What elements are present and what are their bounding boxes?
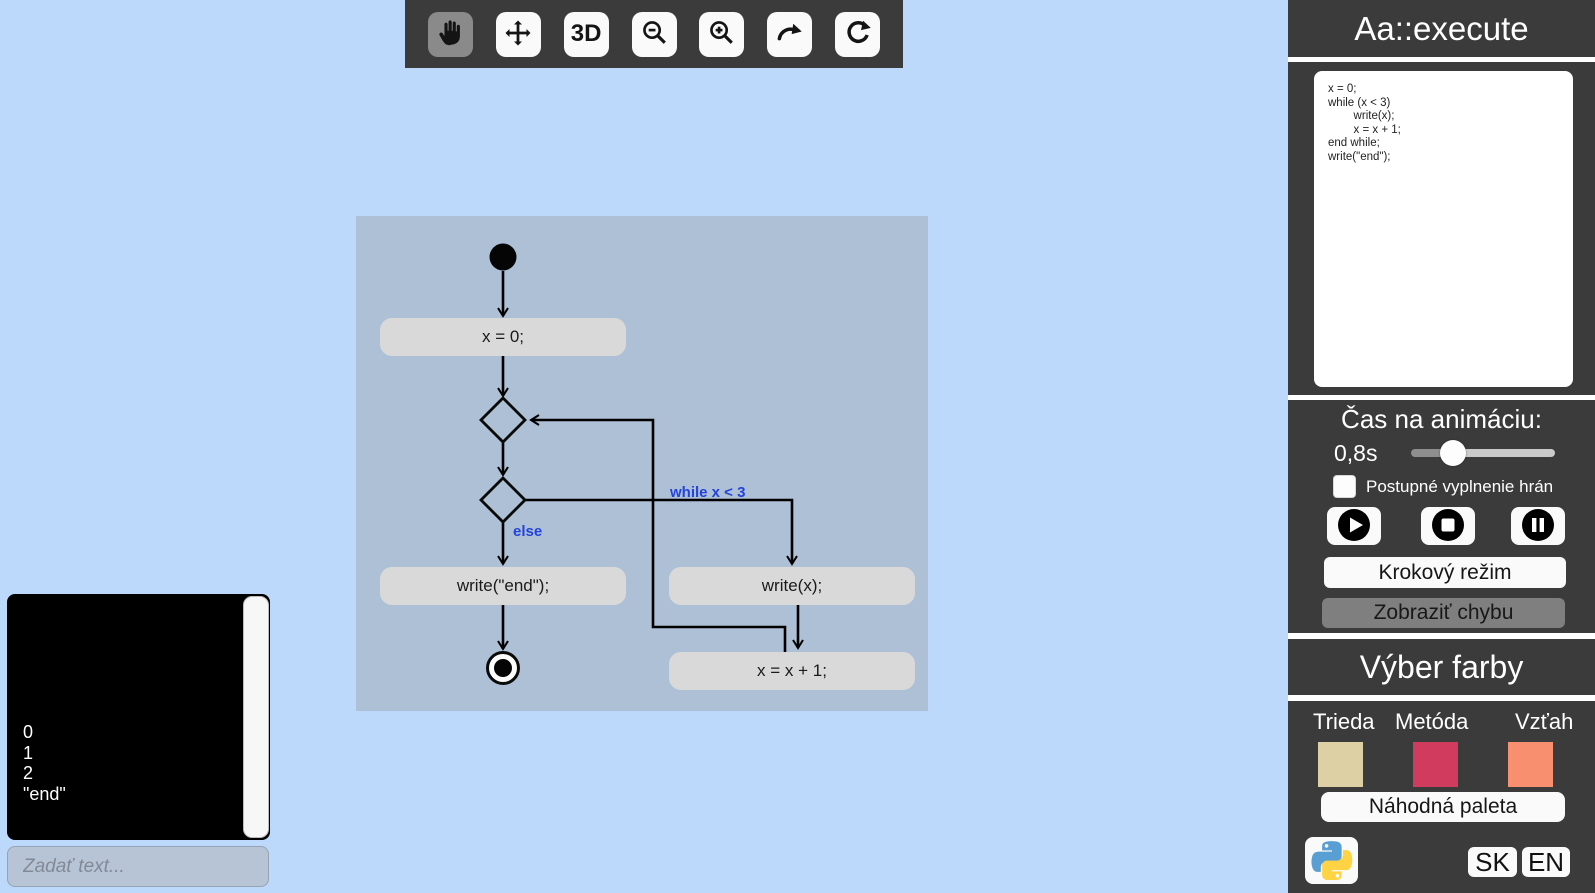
language-sk-button[interactable]: SK [1468, 847, 1517, 877]
node-assign-x0[interactable]: x = 0; [380, 318, 626, 356]
relation-color-swatch[interactable] [1508, 742, 1553, 787]
color-picker-heading: Výber farby [1359, 649, 1524, 685]
method-color-label: Metóda [1395, 709, 1469, 734]
zoom-in-icon [707, 18, 736, 50]
console-text-input[interactable] [7, 846, 269, 887]
stop-button[interactable] [1421, 507, 1475, 545]
language-en-button[interactable]: EN [1522, 847, 1570, 877]
code-editor[interactable]: x = 0; while (x < 3) write(x); x = x + 1… [1314, 71, 1573, 387]
redo-button[interactable] [767, 11, 813, 57]
right-panel: Aa::execute x = 0; while (x < 3) write(x… [1288, 0, 1595, 893]
start-node[interactable] [489, 243, 517, 271]
3d-toggle-button[interactable]: 3D [563, 11, 609, 57]
zoom-out-icon [640, 18, 669, 50]
class-color-swatch[interactable] [1318, 742, 1363, 787]
while-edge-label: while x < 3 [670, 484, 746, 501]
else-edge-label: else [513, 523, 543, 540]
refresh-icon [843, 18, 873, 51]
view-toolbar: 3D [405, 0, 903, 68]
hand-icon [437, 18, 464, 50]
zoom-in-button[interactable] [699, 11, 745, 57]
show-error-button[interactable]: Zobraziť chybu [1322, 598, 1565, 628]
decision-diamond-1[interactable] [479, 396, 527, 444]
reset-view-button[interactable] [835, 11, 881, 57]
diagram-canvas[interactable]: x = 0; write("end"); write(x); x = x + 1… [356, 216, 928, 711]
console-scrollbar[interactable] [243, 596, 269, 838]
diagram-edges [479, 243, 804, 685]
progressive-fill-label: Postupné vyplnenie hrán [1366, 477, 1554, 496]
hand-tool-button[interactable] [427, 11, 473, 57]
pause-icon [1521, 508, 1555, 545]
app-title: Aa::execute [1354, 10, 1529, 47]
color-picker-section: Trieda Metóda Vzťah Náhodná paleta SK EN [1288, 701, 1595, 893]
play-button[interactable] [1327, 507, 1381, 545]
method-color-swatch[interactable] [1413, 742, 1458, 787]
class-color-label: Trieda [1313, 709, 1375, 734]
redo-arrow-icon [775, 18, 805, 51]
animation-time-value: 0,8s [1334, 440, 1378, 466]
relation-color-label: Vzťah [1515, 709, 1574, 734]
edge-loop-back [529, 414, 787, 652]
slider-thumb[interactable] [1439, 439, 1466, 466]
random-palette-button[interactable]: Náhodná paleta [1321, 792, 1565, 822]
animation-time-heading: Čas na animáciu: [1341, 404, 1542, 434]
title-section: Aa::execute [1288, 0, 1595, 57]
zoom-out-button[interactable] [631, 11, 677, 57]
play-icon [1337, 508, 1371, 545]
stop-icon [1431, 508, 1465, 545]
node-increment[interactable]: x = x + 1; [669, 652, 915, 690]
pause-button[interactable] [1511, 507, 1565, 545]
color-picker-header-section: Výber farby [1288, 639, 1595, 695]
decision-diamond-2[interactable] [479, 476, 527, 524]
node-write-end[interactable]: write("end"); [380, 567, 626, 605]
node-write-x[interactable]: write(x); [669, 567, 915, 605]
python-logo-icon [1310, 838, 1353, 883]
python-export-button[interactable] [1305, 837, 1358, 884]
end-node-dot [494, 659, 512, 677]
animation-time-slider[interactable] [1411, 439, 1555, 466]
progressive-fill-checkbox[interactable] [1333, 475, 1356, 498]
move-arrows-icon [503, 18, 533, 51]
step-mode-button[interactable]: Krokový režim [1324, 557, 1566, 588]
animation-controls-section: Čas na animáciu: 0,8s Postupné vyplnenie… [1288, 400, 1595, 633]
code-section: x = 0; while (x < 3) write(x); x = x + 1… [1288, 62, 1595, 395]
3d-label: 3D [570, 20, 602, 47]
edge-while [525, 498, 798, 566]
move-tool-button[interactable] [495, 11, 541, 57]
